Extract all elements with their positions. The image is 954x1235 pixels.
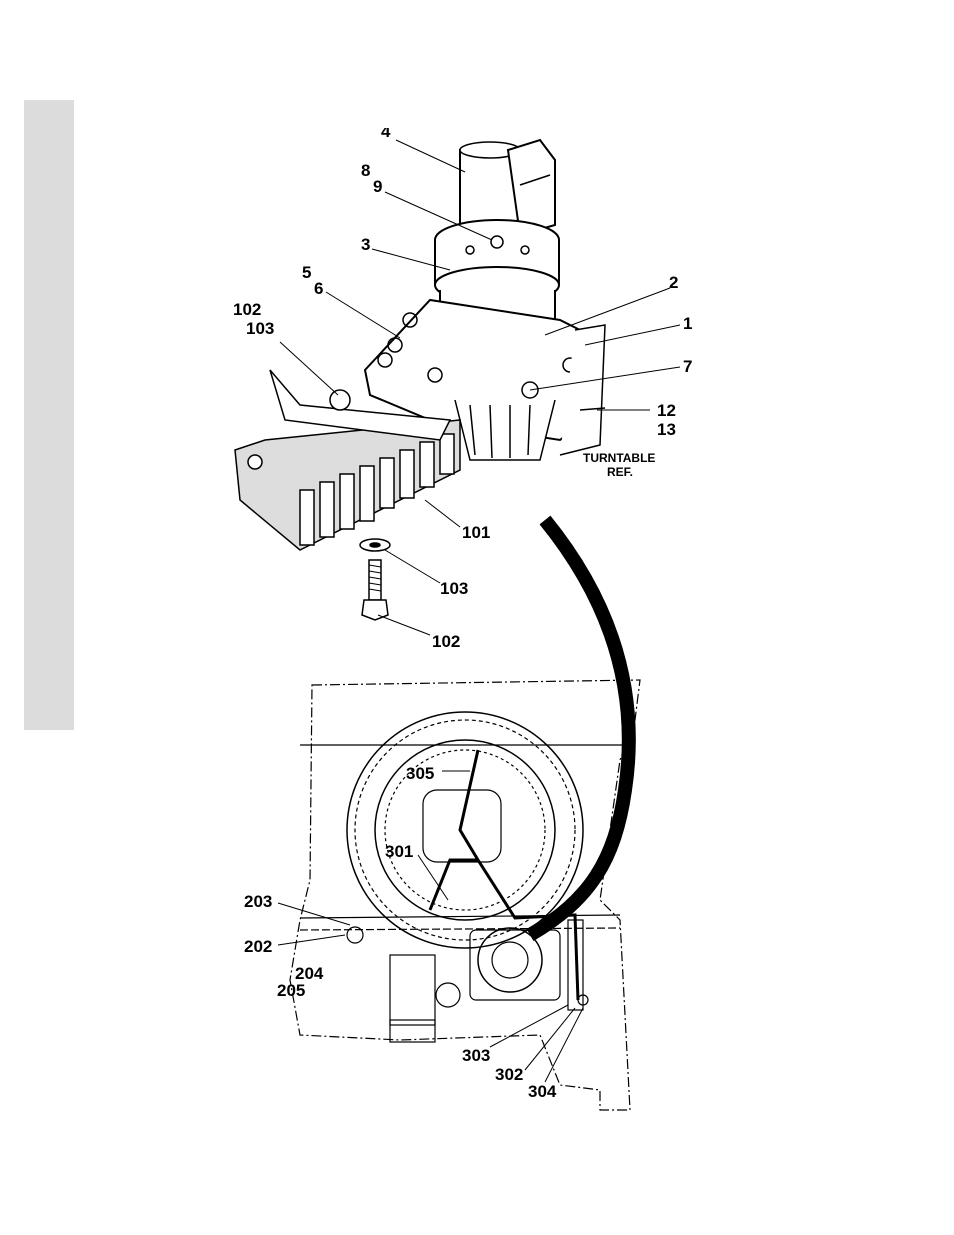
bolt-and-washer — [360, 539, 390, 620]
callout-6: 6 — [314, 279, 323, 298]
callout-12: 12 — [657, 401, 676, 420]
callout-102-top: 102 — [233, 300, 261, 319]
callout-3: 3 — [361, 235, 370, 254]
swing-drive-assembly — [365, 140, 605, 460]
callout-301: 301 — [385, 842, 413, 861]
diagram-svg: 4 8 9 3 5 6 2 102 103 1 7 12 13 TURNTABL… — [232, 128, 696, 1116]
callout-2: 2 — [669, 273, 678, 292]
exploded-parts-diagram: 4 8 9 3 5 6 2 102 103 1 7 12 13 TURNTABL… — [232, 128, 696, 1116]
callout-103-top: 103 — [246, 319, 274, 338]
callout-305: 305 — [406, 764, 434, 783]
callout-102-bottom: 102 — [432, 632, 460, 651]
callout-4: 4 — [381, 128, 391, 141]
callout-5: 5 — [302, 263, 311, 282]
callout-103-bottom: 103 — [440, 579, 468, 598]
callout-101: 101 — [462, 523, 490, 542]
callout-9: 9 — [373, 177, 382, 196]
callout-203: 203 — [244, 892, 272, 911]
callout-202: 202 — [244, 937, 272, 956]
turntable-ref-label: TURNTABLE — [583, 451, 655, 465]
callout-13: 13 — [657, 420, 676, 439]
callout-1: 1 — [683, 314, 692, 333]
callout-304: 304 — [528, 1082, 557, 1101]
callout-7: 7 — [683, 357, 692, 376]
side-tab — [24, 100, 74, 730]
callout-205: 205 — [277, 981, 305, 1000]
callout-302: 302 — [495, 1065, 523, 1084]
callout-303: 303 — [462, 1046, 490, 1065]
callout-8: 8 — [361, 161, 370, 180]
turntable-ref-label-2: REF. — [607, 465, 633, 479]
